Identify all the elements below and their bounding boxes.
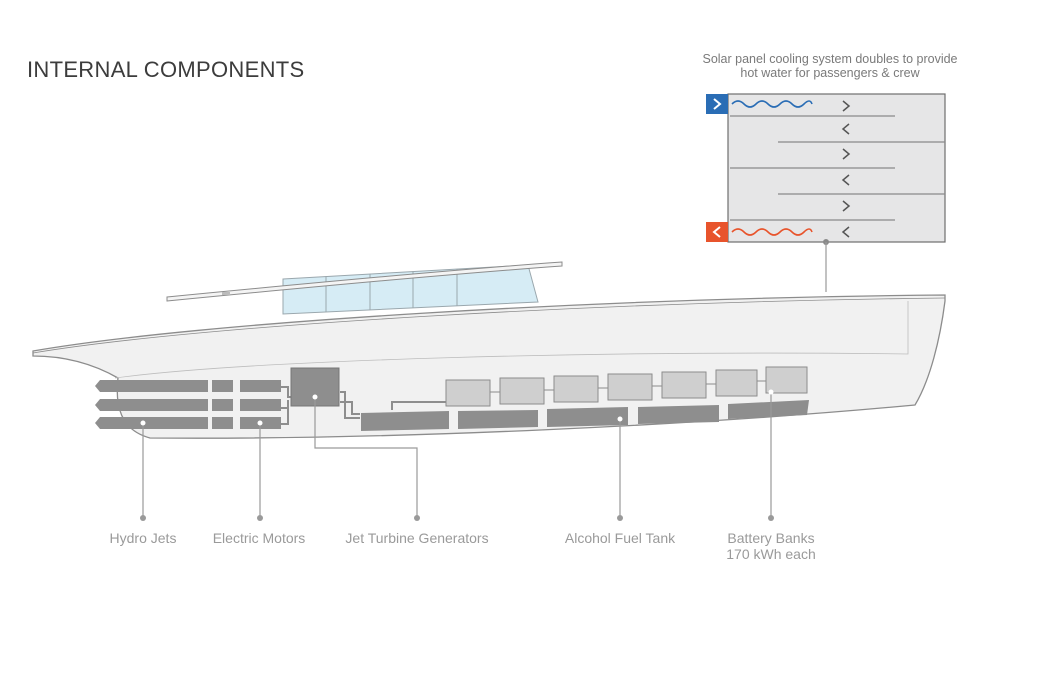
- label-electric-motors: Electric Motors: [212, 530, 306, 546]
- solar-cooling-note-line1: Solar panel cooling system doubles to pr…: [702, 52, 958, 66]
- electric-motor: [240, 380, 281, 392]
- electric-motor: [212, 380, 233, 392]
- hydro-jet: [95, 399, 208, 411]
- cold-water-wave: [731, 100, 813, 108]
- turbine-generators-leader: [314, 397, 418, 518]
- arrow-left-icon: [841, 226, 850, 238]
- solar-cooling-detail: [706, 93, 946, 292]
- flow-direction-arrows: [841, 100, 851, 238]
- electric-motor: [212, 399, 233, 411]
- arrow-right-icon: [842, 200, 851, 212]
- arrow-left-icon: [841, 174, 850, 186]
- solar-cooling-note-line2: hot water for passengers & crew: [740, 66, 920, 80]
- battery-bank: [607, 373, 653, 401]
- battery-bank: [553, 375, 599, 403]
- fuel-tank: [638, 405, 719, 424]
- battery-banks-group: [445, 366, 808, 407]
- fuel-tank: [547, 407, 628, 427]
- hydro-jets-group: [95, 380, 208, 429]
- cooling-channels: [730, 115, 945, 221]
- label-hydro-jets: Hydro Jets: [109, 530, 177, 546]
- electric-motor: [212, 417, 233, 429]
- hot-water-outlet-badge: [706, 222, 728, 242]
- electric-motor: [240, 399, 281, 411]
- arrow-left-icon: [841, 123, 850, 135]
- battery-bank: [445, 379, 491, 407]
- hydro-jet: [95, 380, 208, 392]
- label-battery-banks: Battery Banks 170 kWh each: [711, 530, 831, 562]
- label-alcohol-fuel-tank: Alcohol Fuel Tank: [564, 530, 676, 546]
- battery-bank: [715, 369, 758, 397]
- battery-bank: [499, 377, 545, 405]
- hot-water-wave: [731, 228, 813, 236]
- battery-banks-capacity: 170 kWh each: [726, 546, 816, 562]
- battery-bank: [661, 371, 707, 399]
- cold-water-inlet-badge: [706, 94, 728, 114]
- solar-roof: [166, 261, 563, 302]
- alcohol-fuel-tanks-group: [361, 400, 809, 431]
- leader-end-dots: [140, 515, 774, 521]
- roof-mount: [222, 292, 230, 295]
- fuel-tank: [458, 410, 538, 429]
- hydro-jet: [95, 417, 208, 429]
- hull-deck-line: [32, 297, 946, 354]
- arrow-right-icon: [842, 148, 851, 160]
- fuel-tank: [361, 411, 449, 431]
- battery-bank: [765, 366, 808, 394]
- chevron-left-icon: [712, 226, 721, 238]
- arrow-right-icon: [842, 100, 851, 112]
- piping: [281, 386, 446, 425]
- fuel-tank: [728, 400, 809, 419]
- cabin: [166, 261, 563, 315]
- chevron-right-icon: [713, 98, 722, 110]
- electric-motors-group: [212, 380, 281, 429]
- battery-banks-title: Battery Banks: [727, 530, 815, 546]
- leader-lines: [142, 392, 772, 518]
- label-jet-turbine-generators: Jet Turbine Generators: [345, 530, 489, 546]
- solar-cooling-note: Solar panel cooling system doubles to pr…: [700, 52, 960, 80]
- cabin-windows: [282, 264, 539, 315]
- page-title: INTERNAL COMPONENTS: [27, 57, 305, 82]
- leader-dots: [140, 389, 774, 426]
- hull-inner-line: [114, 301, 909, 379]
